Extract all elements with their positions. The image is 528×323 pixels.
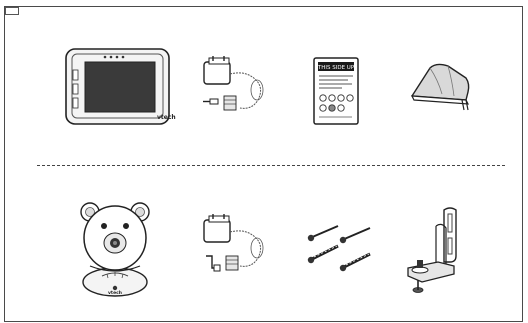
camera-brand-label: vtech	[108, 290, 122, 296]
battery-pack-icon: THIS SIDE UP	[312, 56, 360, 126]
belt-clip-icon	[408, 60, 474, 116]
monitor-brand-label: vtech	[157, 114, 176, 121]
parent-unit-monitor-icon: vtech	[65, 48, 171, 126]
corner-tab	[5, 7, 19, 15]
section-divider	[37, 165, 505, 166]
baby-unit-bear-camera-icon: vtech	[74, 200, 156, 298]
battery-side-label: THIS SIDE UP	[317, 65, 355, 71]
power-adapter-icon	[200, 52, 272, 122]
power-adapter-icon-bottom	[200, 210, 272, 280]
screws-and-anchors-icon	[304, 220, 376, 276]
wall-mount-bracket-icon	[398, 204, 470, 296]
